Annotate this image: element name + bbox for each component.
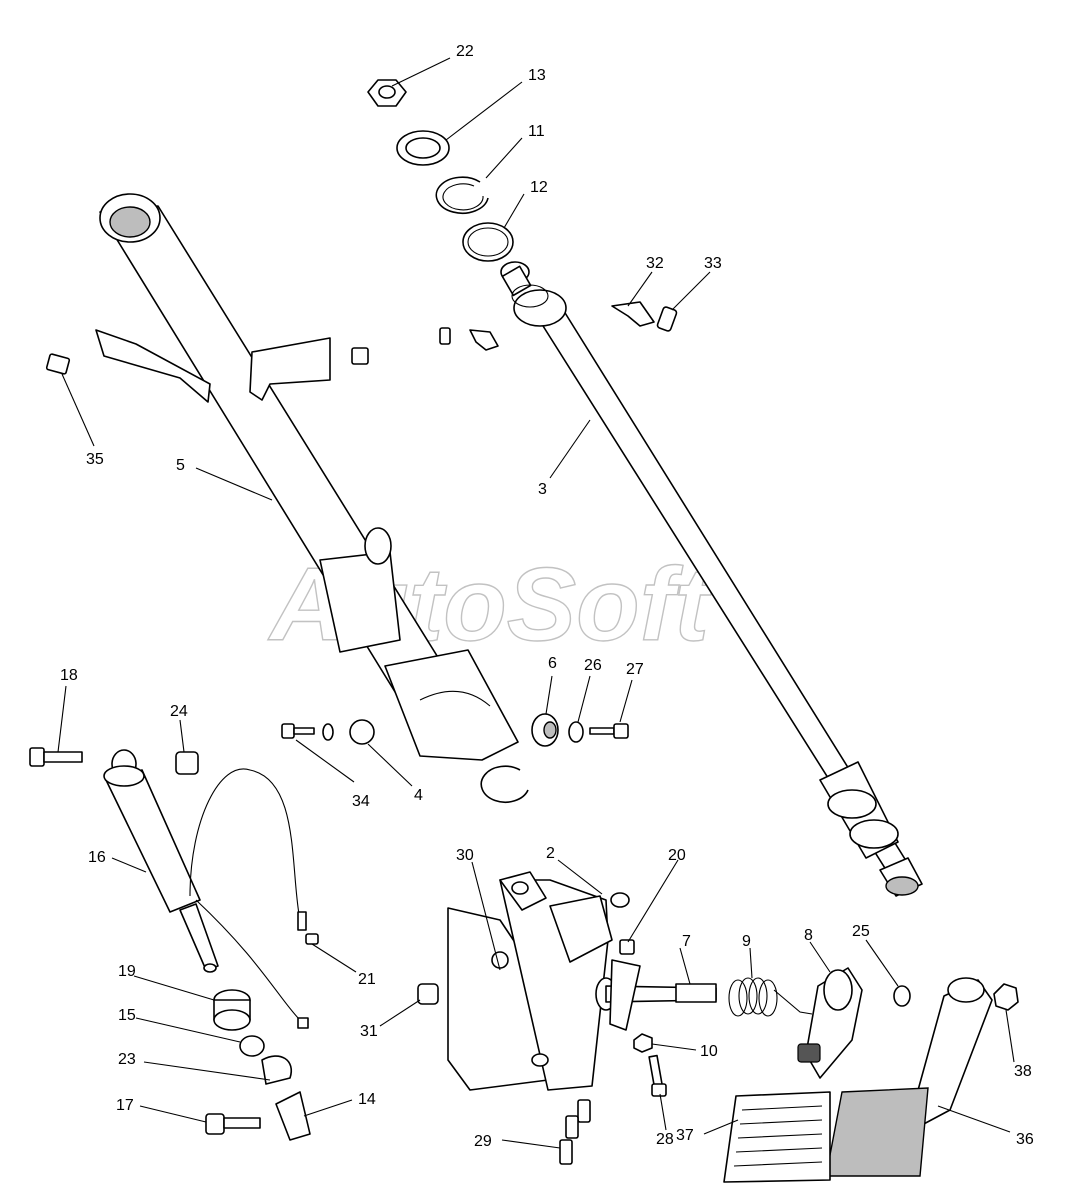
bushing-6: [531, 713, 559, 747]
callout-8: 8: [804, 927, 813, 944]
bolt-34: [281, 723, 315, 739]
snap-ring-lower: [480, 765, 529, 803]
spring-9: [728, 977, 813, 1017]
clip-25: [893, 985, 911, 1007]
callout-29: 29: [474, 1133, 492, 1150]
bushing-4: [349, 719, 375, 745]
nut-38: [993, 983, 1019, 1011]
callout-3: 3: [538, 481, 547, 498]
callout-22: 22: [456, 43, 474, 60]
callout-5: 5: [176, 457, 185, 474]
callout-28: 28: [656, 1131, 674, 1148]
washer-26: [568, 721, 584, 743]
clevis-14: [275, 1091, 311, 1141]
pedal-bracket-2: [447, 871, 630, 1091]
cylinder-16: [103, 749, 219, 973]
callout-9: 9: [742, 933, 751, 950]
bolt-small: [439, 327, 451, 345]
callout-11: 11: [528, 123, 545, 140]
cable-21: [189, 768, 319, 1029]
bolt-29: [559, 1099, 591, 1165]
clip-small: [469, 329, 499, 351]
callout-27: 27: [626, 661, 644, 678]
callout-30: 30: [456, 847, 474, 864]
clip-23: [261, 1055, 293, 1085]
column-tube-5: [95, 193, 519, 761]
leader-lines: [57, 57, 1015, 1149]
callout-14: 14: [358, 1091, 376, 1108]
callout-20: 20: [668, 847, 686, 864]
lever-8: [797, 967, 863, 1079]
cage-nut-right: [351, 347, 369, 365]
nut-24: [175, 751, 199, 775]
callout-2: 2: [546, 845, 555, 862]
shaft-7: [595, 959, 717, 1031]
callout-33: 33: [704, 255, 722, 272]
callout-23: 23: [118, 1051, 136, 1068]
spacer-20: [619, 939, 635, 955]
clip-32: [611, 301, 655, 327]
callout-10: 10: [700, 1043, 718, 1060]
callout-15: 15: [118, 1007, 136, 1024]
nut-10: [633, 1033, 653, 1053]
callout-36: 36: [1016, 1131, 1034, 1148]
callout-18: 18: [60, 667, 78, 684]
pedal-pad-36: [825, 1087, 929, 1177]
callout-34: 34: [352, 793, 370, 810]
callout-6: 6: [548, 655, 557, 672]
callout-25: 25: [852, 923, 870, 940]
ring-12: [462, 222, 514, 262]
callout-17: 17: [116, 1097, 134, 1114]
bolt-33: [656, 306, 678, 332]
bolt-18: [29, 747, 83, 767]
bolt-27: [589, 723, 629, 739]
callout-35: 35: [86, 451, 104, 468]
callout-37: 37: [676, 1127, 694, 1144]
callout-24: 24: [170, 703, 188, 720]
callout-21: 21: [358, 971, 376, 988]
bushing-15: [239, 1035, 265, 1057]
washer-13: [396, 130, 450, 166]
callout-13: 13: [528, 67, 546, 84]
callout-19: 19: [118, 963, 136, 980]
callout-31: 31: [360, 1023, 378, 1040]
callout-38: 38: [1014, 1063, 1032, 1080]
cage-nut-35: [45, 353, 71, 375]
snap-ring-11: [435, 176, 489, 214]
steering-shaft-3: [500, 261, 923, 897]
callout-26: 26: [584, 657, 602, 674]
callout-16: 16: [88, 849, 106, 866]
nut-22: [367, 79, 407, 107]
callout-7: 7: [682, 933, 691, 950]
nut-31: [417, 983, 439, 1005]
callout-32: 32: [646, 255, 664, 272]
callout-4: 4: [414, 787, 423, 804]
bushing-19: [213, 989, 251, 1031]
callout-12: 12: [530, 179, 548, 196]
callout-labels: 22 13 11 12 32 33 35 5 3 18 24 6 26 27 3…: [60, 43, 1034, 1150]
bolt-17: [205, 1113, 261, 1135]
pedal-pad-37: [723, 1091, 831, 1183]
washer-34b: [322, 723, 334, 741]
bolt-28: [648, 1054, 667, 1097]
